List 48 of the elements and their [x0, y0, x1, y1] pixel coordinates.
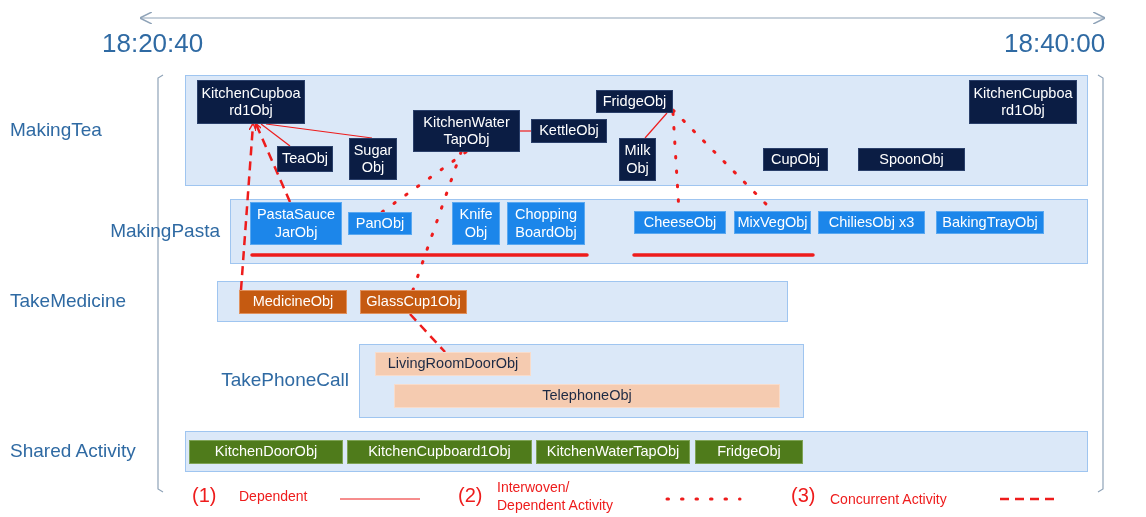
connector	[254, 122, 292, 203]
connector	[265, 123, 373, 139]
lane-label: TakePhoneCall	[221, 369, 349, 391]
connector	[411, 150, 463, 292]
legend-text: Concurrent Activity	[830, 491, 947, 507]
object-box: CheeseObj	[634, 211, 726, 234]
object-box: Sugar Obj	[349, 138, 397, 180]
object-box: Chopping BoardObj	[507, 202, 585, 245]
object-box: KitchenWater TapObj	[413, 110, 520, 152]
connector	[644, 112, 668, 139]
object-box: Knife Obj	[452, 202, 500, 245]
legend-number: (1)	[192, 484, 217, 507]
object-box: KitchenWaterTapObj	[536, 440, 690, 464]
object-box: GlassCup1Obj	[360, 290, 467, 314]
object-box: FridgeObj	[695, 440, 803, 464]
object-box: TeaObj	[277, 146, 333, 172]
object-box: BakingTrayObj	[936, 211, 1044, 234]
object-box: CupObj	[763, 148, 828, 171]
legend-text: Dependent	[239, 488, 308, 504]
object-box: KitchenCupboard1Obj	[969, 80, 1077, 124]
time-label: 18:40:00	[1004, 28, 1106, 59]
connector	[409, 313, 446, 353]
connector	[239, 122, 257, 291]
object-box: KitchenCupboard1Obj	[347, 440, 532, 464]
object-box: Milk Obj	[619, 138, 656, 181]
connector	[260, 123, 291, 147]
lane-label: TakeMedicine	[10, 289, 127, 312]
lane-label: MakingTea	[10, 118, 102, 141]
object-box: KitchenDoorObj	[189, 440, 343, 464]
object-box: MedicineObj	[239, 290, 347, 314]
lane-label: Shared Activity	[10, 439, 136, 462]
object-box: LivingRoomDoorObj	[375, 352, 531, 376]
object-box: FridgeObj	[596, 90, 673, 113]
legend-number: (3)	[791, 484, 816, 507]
legend-number: (2)	[458, 484, 483, 507]
object-box: SpoonObj	[858, 148, 965, 171]
legend-text: Interwoven/ Dependent Activity	[497, 478, 614, 515]
object-box: KettleObj	[531, 119, 607, 143]
time-label: 18:20:40	[102, 28, 204, 59]
connector	[519, 130, 532, 132]
object-box: MixVegObj	[734, 211, 811, 234]
lane-label: MakingPasta	[110, 219, 220, 242]
object-box: TelephoneObj	[394, 384, 780, 408]
object-box: PanObj	[348, 212, 412, 235]
object-box: KitchenCupboard1Obj	[197, 80, 305, 124]
connector	[380, 150, 468, 214]
object-box: ChiliesObj x3	[818, 211, 925, 234]
object-box: PastaSauce JarObj	[250, 202, 342, 245]
